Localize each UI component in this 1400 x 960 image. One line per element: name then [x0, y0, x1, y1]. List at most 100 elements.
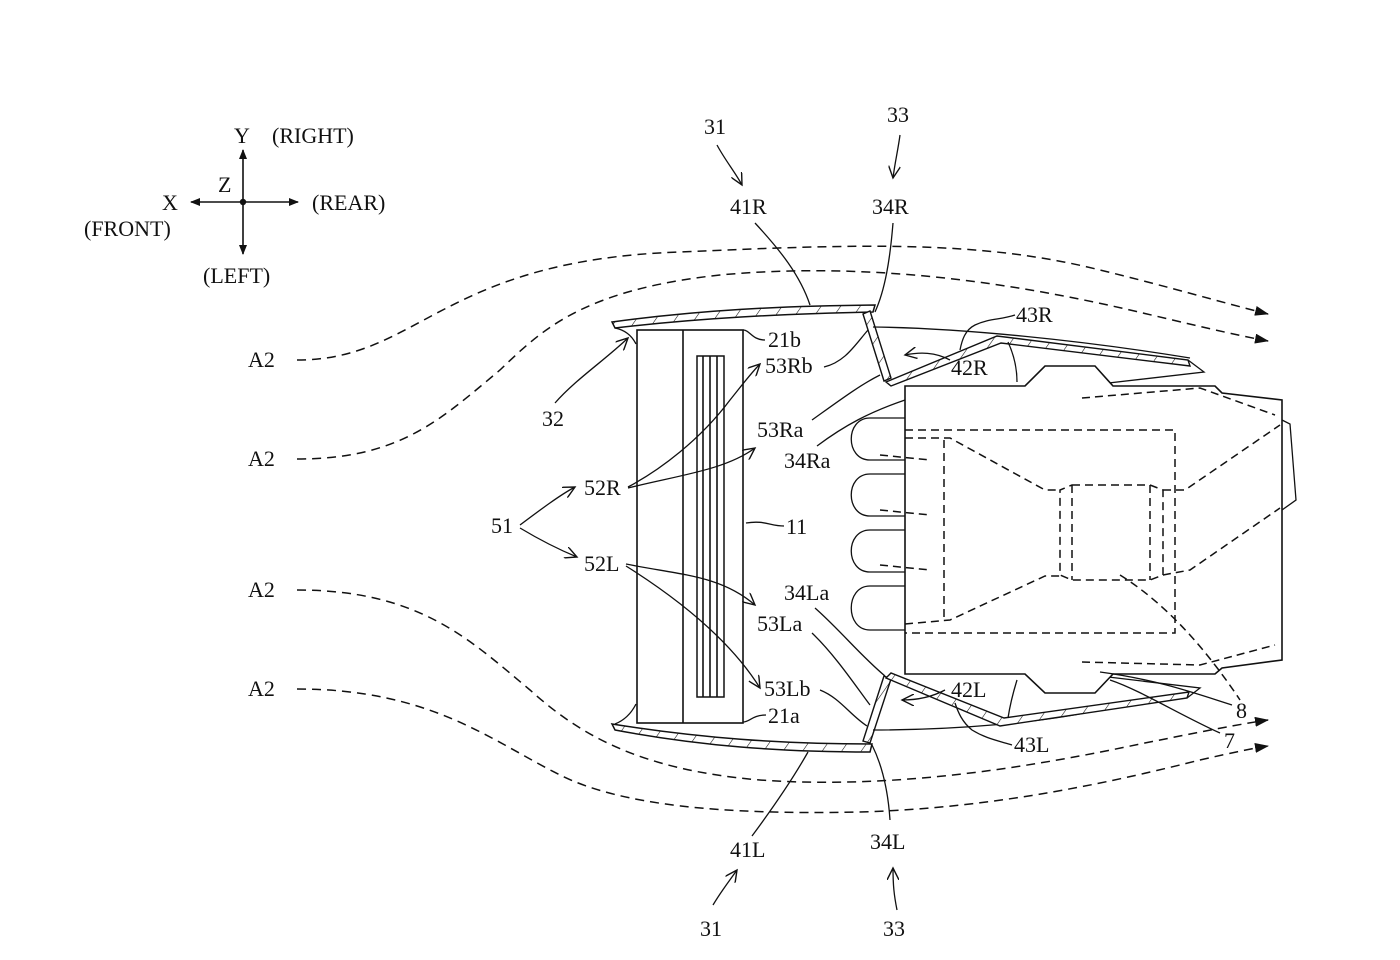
panel-tip-upper — [1099, 359, 1206, 385]
upper-wall-41R — [610, 304, 876, 329]
ref-42R: 42R — [951, 355, 988, 380]
hidden-inner-box — [905, 429, 1176, 634]
ref-33-top: 33 — [887, 102, 909, 127]
ref-33-bottom: 33 — [883, 916, 905, 941]
rear-direction-label: (REAR) — [312, 190, 385, 215]
leader-21a — [742, 714, 767, 723]
leader-53Lb — [819, 689, 868, 727]
hidden-lower-wedge — [1081, 644, 1276, 666]
ref-41L: 41L — [730, 837, 765, 862]
ref-43L: 43L — [1014, 732, 1049, 757]
engine-end-cap — [1281, 419, 1297, 511]
radiator-11 — [636, 329, 744, 724]
lower-wall-41L — [610, 723, 873, 753]
ref-21b: 21b — [768, 327, 801, 352]
ref-31-top: 31 — [704, 114, 726, 139]
leader-41L — [751, 751, 809, 837]
airflow-label-a2: A2 — [248, 577, 275, 602]
ref-21a: 21a — [768, 703, 800, 728]
cylinder-lobe — [850, 585, 905, 631]
orientation-compass: Y (RIGHT) Z X (REAR) (FRONT) (LEFT) — [84, 123, 385, 288]
leader-11 — [745, 521, 785, 527]
leader-52R-to-53Rb — [627, 364, 760, 488]
left-direction-label: (LEFT) — [203, 263, 270, 288]
panel-tip-lower — [1099, 675, 1202, 699]
airflow-lines: A2 A2 A2 A2 — [248, 245, 1269, 814]
ref-43R: 43R — [1016, 302, 1053, 327]
leader-43R — [959, 314, 1016, 351]
axis-z-label: Z — [218, 172, 231, 197]
hidden-upper-wedge — [1081, 387, 1276, 416]
leader-31-top — [716, 144, 742, 185]
ref-34Ra: 34Ra — [784, 448, 831, 473]
engine-outline — [904, 365, 1283, 694]
airflow-path-lower-inner — [296, 589, 1269, 784]
ref-52R: 52R — [584, 475, 621, 500]
panel-curve-upper — [1007, 341, 1018, 383]
leader-51-to-52L — [519, 527, 577, 557]
leader-33-bottom — [893, 868, 897, 911]
leader-34La — [814, 607, 886, 677]
leader-34R — [874, 222, 894, 313]
ref-42L: 42L — [951, 677, 986, 702]
ref-32: 32 — [542, 406, 564, 431]
hidden-rod — [879, 564, 931, 571]
guide-surface-upper — [872, 326, 1191, 359]
ref-52L: 52L — [584, 551, 619, 576]
ref-8: 8 — [1236, 698, 1247, 723]
leader-53La — [811, 632, 871, 706]
hidden-right-taper — [1162, 507, 1281, 576]
hidden-diagonal — [1119, 574, 1241, 701]
ref-41R: 41R — [730, 194, 767, 219]
airflow-label-a2: A2 — [248, 347, 275, 372]
leader-43L — [954, 702, 1013, 746]
ref-34La: 34La — [784, 580, 829, 605]
axis-origin-z — [239, 198, 247, 206]
leader-52R-to-53Ra — [627, 448, 755, 489]
hidden-right-taper — [1163, 424, 1281, 491]
cylinder-lobe — [850, 473, 905, 517]
ref-34L: 34L — [870, 829, 905, 854]
leader-21b — [742, 329, 766, 341]
duct-31 — [610, 304, 876, 753]
hidden-left-taper-top — [905, 437, 1060, 491]
cylinder-lobe — [850, 529, 905, 573]
leader-53Ra — [811, 374, 881, 421]
leader-7 — [1109, 679, 1221, 734]
leader-53Rb — [823, 329, 869, 368]
cylinder-lobe — [850, 417, 905, 461]
leader-42R — [905, 353, 951, 361]
leader-51-to-52R — [519, 487, 575, 526]
leader-lines — [519, 134, 1233, 911]
ref-53Rb: 53Rb — [765, 353, 813, 378]
leader-41R — [754, 222, 811, 306]
ref-34R: 34R — [872, 194, 909, 219]
ref-51: 51 — [491, 513, 513, 538]
leader-52L-to-53La — [625, 563, 755, 605]
ref-11: 11 — [786, 514, 807, 539]
airflow-path-upper-outer — [296, 245, 1269, 361]
ref-53Lb: 53Lb — [764, 676, 810, 701]
axis-x-label: X — [162, 190, 178, 215]
radiator-frame — [636, 329, 744, 724]
right-direction-label: (RIGHT) — [272, 123, 354, 148]
leader-8 — [1099, 671, 1233, 706]
inlet-lip-upper — [614, 327, 637, 345]
leader-34Ra — [816, 399, 906, 447]
panel-43R — [884, 335, 1192, 387]
leader-31-bottom — [712, 870, 737, 906]
leader-42L — [902, 689, 946, 700]
airflow-path-upper-inner — [296, 269, 1269, 460]
hidden-rod — [879, 454, 931, 461]
airflow-path-lower-outer — [296, 688, 1269, 814]
deflector-34R — [862, 310, 892, 382]
leader-52L-to-53Lb — [625, 565, 760, 688]
deflector-34L — [862, 675, 892, 744]
ref-53La: 53La — [757, 611, 802, 636]
panel-curve-lower — [1007, 679, 1018, 719]
hidden-left-taper-bottom — [904, 575, 1060, 625]
leader-32 — [554, 338, 628, 404]
hidden-center-block — [1059, 484, 1164, 581]
front-direction-label: (FRONT) — [84, 216, 171, 241]
